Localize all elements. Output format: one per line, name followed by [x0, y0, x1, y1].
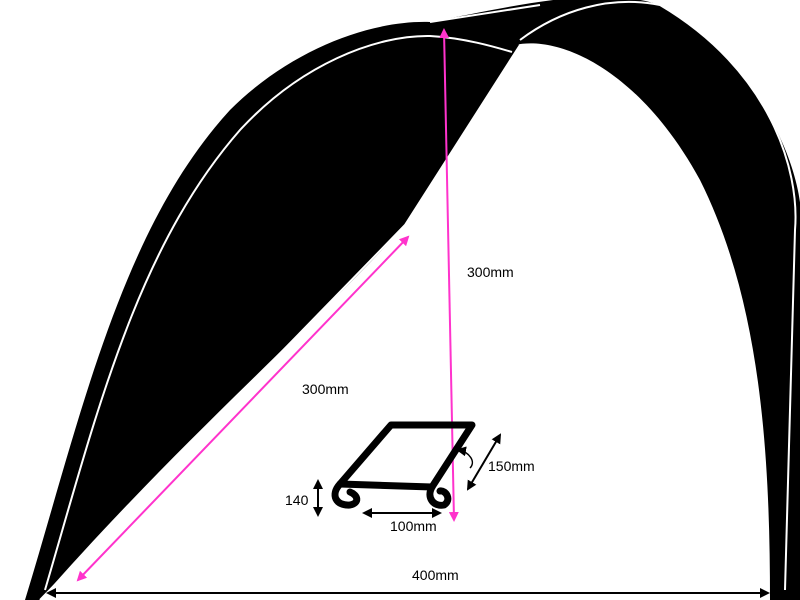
stand-frame — [331, 421, 476, 509]
base-width-label: 400mm — [412, 567, 459, 583]
diagonal-length-label: 300mm — [302, 381, 349, 397]
right-arch-panel — [430, 0, 800, 600]
stand-depth-arrow — [466, 433, 502, 491]
right-arch-seam — [519, 0, 797, 591]
vertical-height-label: 300mm — [467, 264, 514, 280]
stand-height-label: 140 — [285, 492, 309, 508]
stand-depth-label: 150mm — [488, 458, 535, 474]
vertical-height-arrow — [439, 28, 459, 522]
hinge-rotation-arrow — [456, 446, 474, 469]
diagonal-length-arrow — [76, 235, 410, 582]
stand-width-label: 100mm — [390, 518, 437, 534]
top-seam — [429, 4, 541, 23]
